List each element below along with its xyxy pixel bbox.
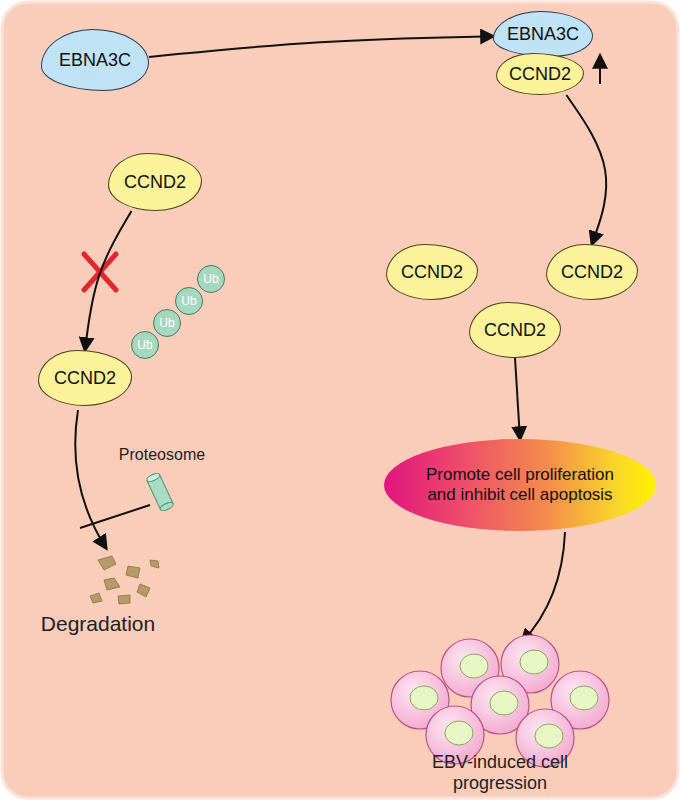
node-text: EBNA3C [507, 24, 579, 45]
viral-protein: EBNA3C [493, 11, 593, 57]
cyclin-protein: CCND2 [496, 53, 584, 95]
node-text: CCND2 [401, 262, 463, 283]
cyclin-protein: CCND2 [546, 244, 638, 300]
pathway-arrow [149, 36, 493, 57]
ubiquitin-bead: Ub [153, 309, 181, 337]
node-text: Ub [181, 294, 196, 308]
organelle-label: Proteosome [102, 446, 222, 464]
outcome-ellipse: Promote cell proliferation and inhibit c… [384, 439, 656, 531]
node-text: Ub [159, 316, 174, 330]
ubiquitin-bead: Ub [131, 331, 159, 359]
cyclin-protein: CCND2 [108, 153, 202, 211]
proteasome-icon [146, 472, 175, 512]
node-text: CCND2 [561, 262, 623, 283]
node-text: Ub [203, 272, 218, 286]
protein-fragments [90, 556, 159, 604]
progression-arrow [522, 532, 565, 642]
node-text: Ub [137, 338, 152, 352]
pathway-arrow [515, 358, 520, 439]
increase-arrow [599, 56, 601, 84]
pathway-arrow [85, 211, 132, 350]
ubiquitin-bead: Ub [175, 287, 203, 315]
proteasome-line [80, 505, 150, 528]
cell-nuclei [410, 650, 598, 748]
node-text: CCND2 [484, 320, 546, 341]
pathway-arrow [566, 95, 606, 244]
viral-protein: EBNA3C [41, 29, 149, 91]
cyclin-protein: CCND2 [469, 302, 561, 358]
process-label: Degradation [18, 612, 178, 636]
outcome-label: EBV-induced cell progression [415, 752, 585, 794]
node-text: CCND2 [54, 368, 116, 389]
cell-cluster [391, 635, 609, 767]
node-text: Promote cell proliferation and inhibit c… [420, 465, 620, 505]
node-text: EBNA3C [59, 50, 131, 71]
cyclin-protein: CCND2 [386, 244, 478, 300]
node-text: CCND2 [124, 172, 186, 193]
ubiquitin-bead: Ub [197, 265, 225, 293]
node-text: CCND2 [509, 64, 571, 85]
cyclin-protein: CCND2 [38, 350, 132, 406]
